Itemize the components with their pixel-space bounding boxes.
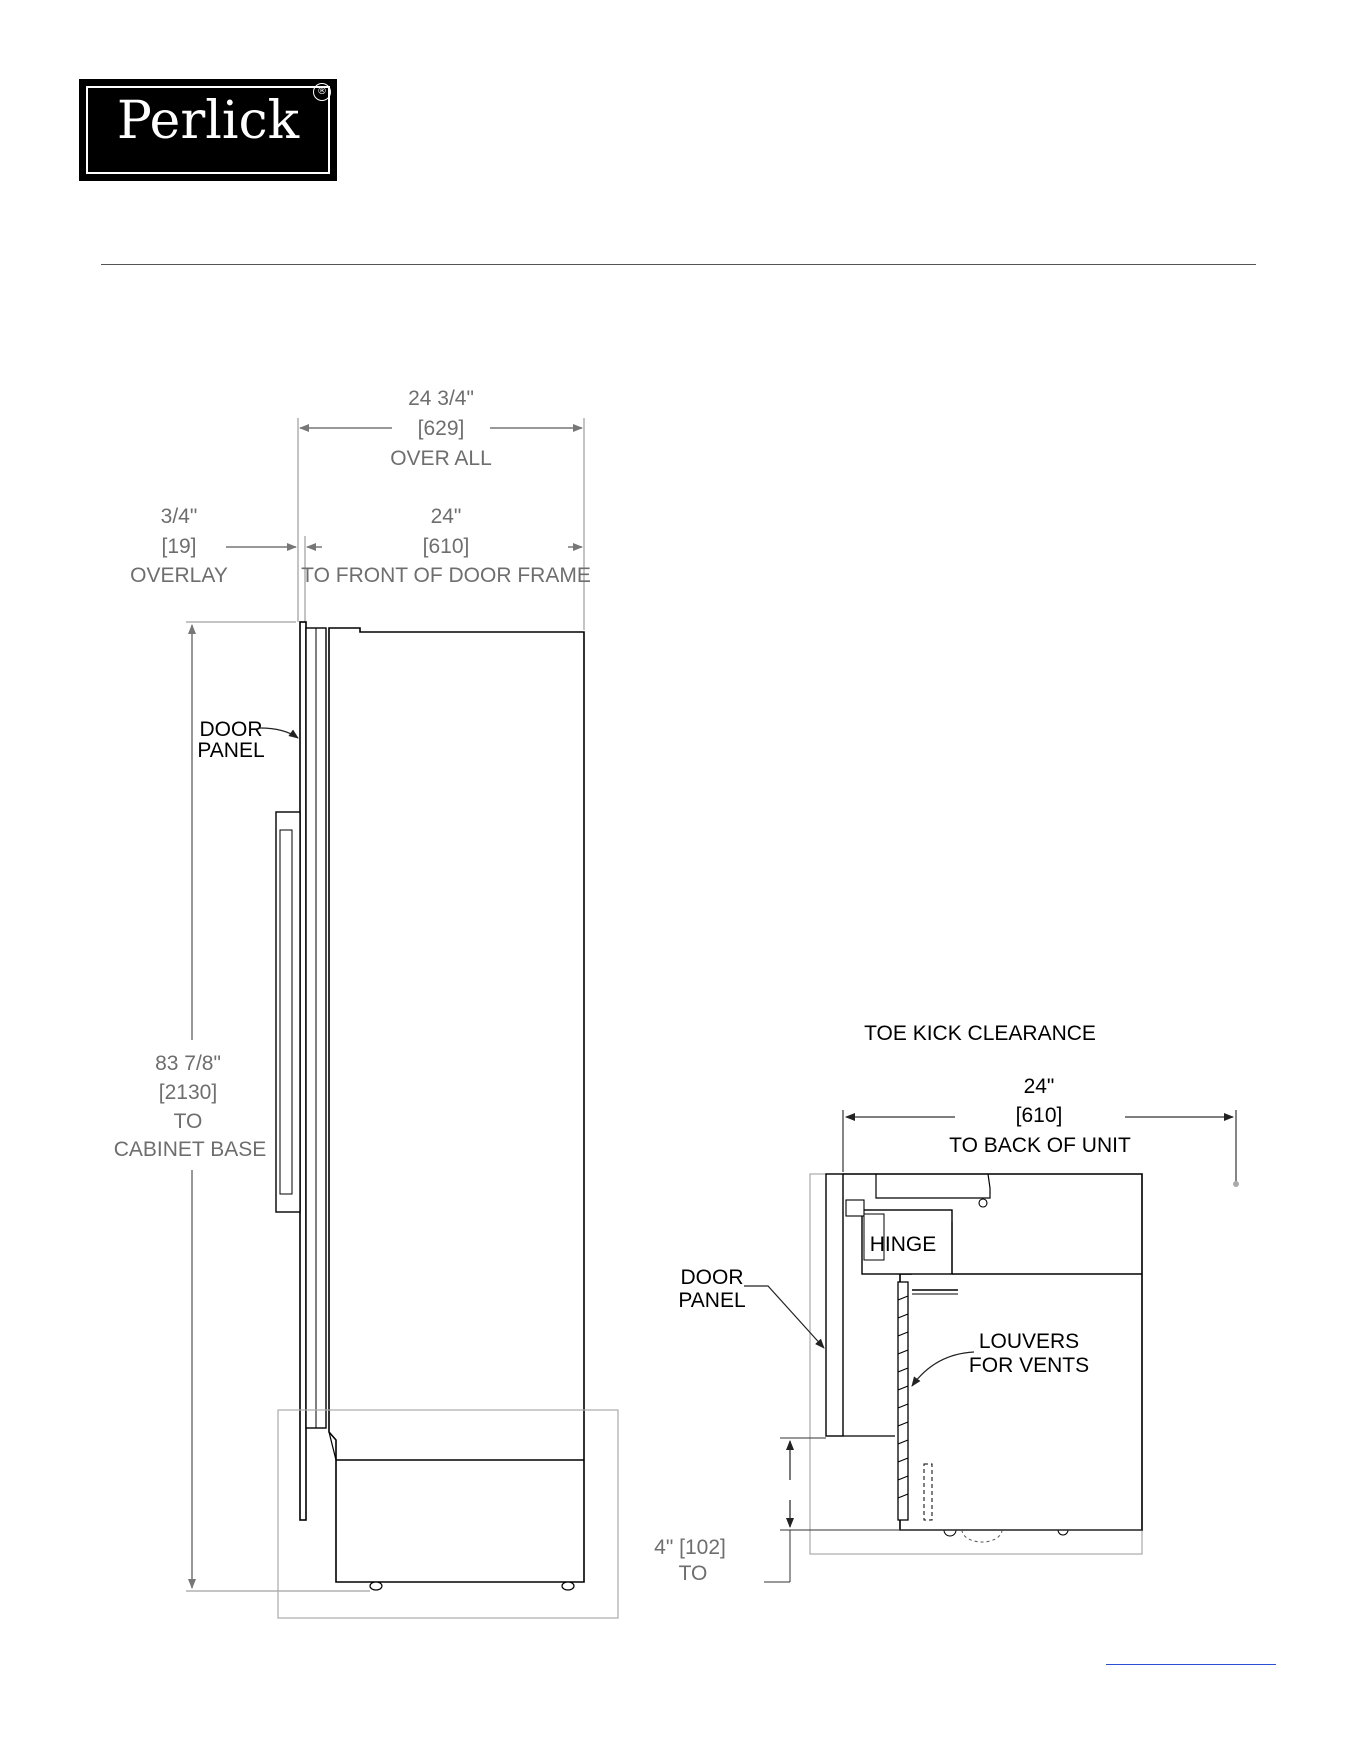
door-panel-label-line1: DOOR [200,718,263,741]
overlay-dim-metric: [19] [161,535,196,558]
detail-door-panel-label-line2: PANEL [678,1289,745,1312]
footer-link-underline[interactable] [1106,1664,1276,1665]
depth-dim-metric: [610] [1016,1104,1063,1127]
toe-kick-title: TOE KICK CLEARANCE [864,1022,1096,1045]
hinge-label: HINGE [870,1233,937,1256]
overlay-dim-imperial: 3/4" [161,505,198,528]
clearance-value: 4" [102] [654,1536,726,1559]
height-dim-line1: TO [174,1110,203,1133]
louvers-label-line2: FOR VENTS [969,1354,1089,1377]
louvers-label-line1: LOUVERS [979,1330,1079,1353]
overall-dim-label: OVER ALL [390,447,492,470]
door-panel-label-line2: PANEL [197,739,264,762]
vent-louvers [898,1282,908,1520]
door-frame-dim-imperial: 24" [431,505,462,528]
caster-front [370,1582,382,1590]
overall-dim-metric: [629] [418,417,465,440]
depth-dim-label: TO BACK OF UNIT [949,1134,1131,1157]
depth-dim-imperial: 24" [1024,1075,1055,1098]
door-panel [300,622,306,1520]
cabinet-body [329,628,584,1582]
door-frame-dim-metric: [610] [423,535,470,558]
height-dim-line2: CABINET BASE [114,1138,267,1161]
clearance-label: TO [679,1562,708,1585]
detail-door-panel [826,1174,843,1436]
detail-door-panel-label-line1: DOOR [681,1266,744,1289]
overlay-dim-label: OVERLAY [130,564,228,587]
height-dim-metric: [2130] [159,1081,217,1104]
caster-rear [562,1582,574,1590]
overall-dim-imperial: 24 3/4" [408,387,474,410]
toe-kick-detail-view: TOE KICK CLEARANCE 24" [610] TO BACK OF … [654,1022,1239,1585]
height-dim-imperial: 83 7/8" [155,1052,221,1075]
side-elevation-view: 24 3/4" [629] OVER ALL 3/4" [19] OVERLAY… [114,387,618,1618]
door-frame-dim-label: TO FRONT OF DOOR FRAME [301,564,591,587]
